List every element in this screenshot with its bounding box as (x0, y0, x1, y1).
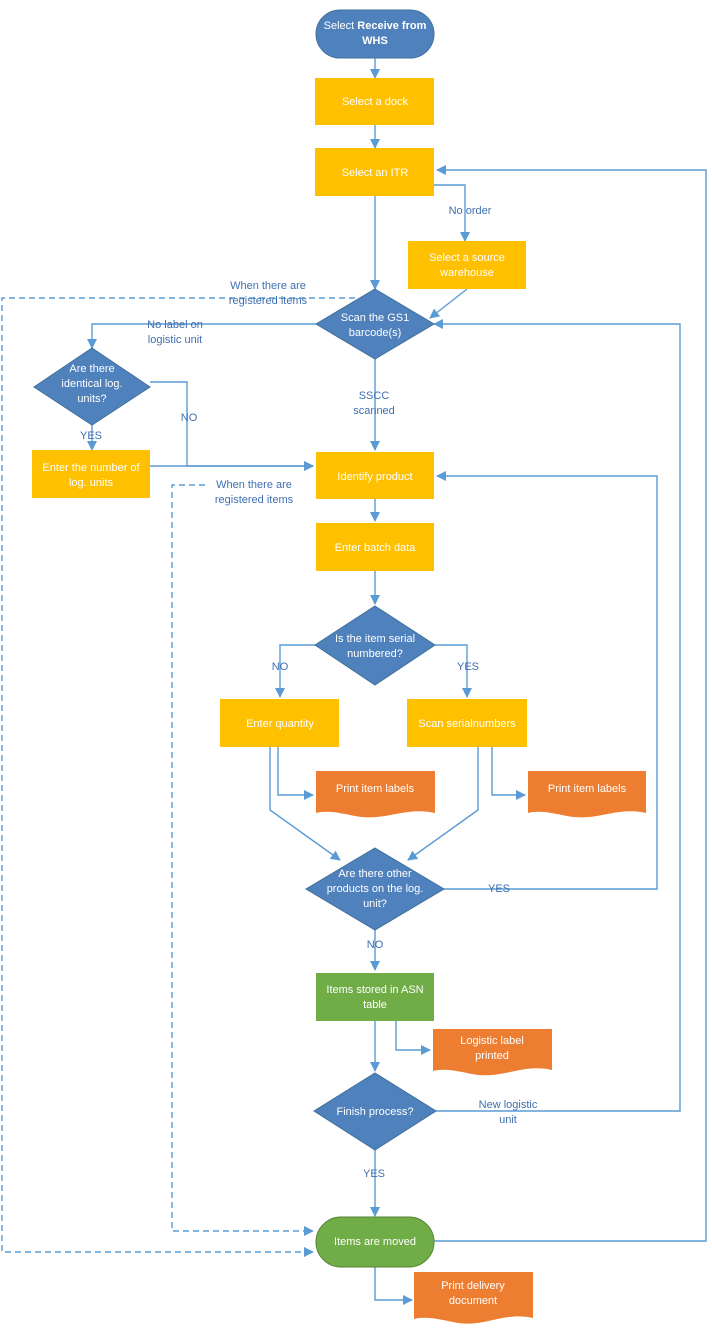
items-moved-label: Items are moved (334, 1236, 416, 1248)
label-serial-yes: YES (457, 661, 479, 673)
label-sscc-line2: scanned (353, 405, 395, 417)
print-item-labels-2-label: Print item labels (548, 783, 627, 795)
other-line3: unit? (363, 898, 387, 910)
scan-gs1-decision[interactable]: Scan the GS1 barcode(s) (315, 288, 435, 360)
start-label: Select Receive from (324, 20, 427, 32)
logistic-label-doc[interactable]: Logistic label printed (433, 1029, 552, 1076)
other-line2: products on the log. (327, 883, 424, 895)
items-stored-step[interactable]: Items stored in ASN table (316, 973, 434, 1021)
scan-gs1-line2: barcode(s) (349, 327, 402, 339)
edge-serials-to-labels (491, 747, 526, 800)
edge-serials-to-other (407, 747, 479, 861)
print-delivery-line1: Print delivery (441, 1280, 505, 1292)
label-registered-2-line1: When there are (216, 479, 292, 491)
label-new-logistic-line1: New logistic (479, 1099, 538, 1111)
edge-identical-no (150, 381, 314, 471)
edge-moved-to-delivery (374, 1267, 413, 1305)
edge-itr-no-order (434, 184, 470, 242)
finish-process-label: Finish process? (336, 1106, 413, 1118)
items-stored-line2: table (363, 999, 387, 1011)
print-item-labels-1-label: Print item labels (336, 783, 415, 795)
edge-no-label (87, 323, 316, 349)
label-new-logistic-line2: unit (499, 1114, 517, 1126)
edge-finish-new-unit (433, 319, 681, 1112)
identify-product-label: Identify product (337, 471, 412, 483)
label-other-no: NO (367, 939, 384, 951)
edge-source-to-scan (429, 288, 468, 319)
connectors (1, 58, 707, 1305)
edge-other-yes (436, 471, 658, 890)
label-finish-yes: YES (363, 1168, 385, 1180)
serial-numbered-decision[interactable]: Is the item serial numbered? (314, 605, 436, 686)
identify-product-step[interactable]: Identify product (316, 452, 434, 499)
select-source-line1: Select a source (429, 252, 505, 264)
enter-quantity-label: Enter quantity (246, 718, 314, 730)
identical-line2: identical log. (61, 378, 122, 390)
identical-line3: units? (77, 393, 106, 405)
other-products-decision[interactable]: Are there other products on the log. uni… (305, 847, 445, 931)
label-sscc-line1: SSCC (359, 390, 390, 402)
label-identical-yes: YES (80, 430, 102, 442)
print-item-labels-doc-2[interactable]: Print item labels (528, 771, 646, 818)
edge-quantity-to-labels (277, 747, 314, 800)
scan-gs1-line1: Scan the GS1 (341, 312, 410, 324)
enter-number-step[interactable]: Enter the number of log. units (32, 450, 150, 498)
scan-serials-label: Scan serialnumbers (418, 718, 516, 730)
select-dock-step[interactable]: Select a dock (315, 78, 434, 125)
edge-stored-to-label (395, 1021, 431, 1055)
label-no-label-line2: logistic unit (148, 334, 202, 346)
serial-line1: Is the item serial (335, 633, 415, 645)
select-itr-label: Select an ITR (342, 167, 409, 179)
logistic-label-line2: printed (475, 1050, 509, 1062)
edge-quantity-to-other (269, 747, 341, 861)
edge-labels: No order When there are registered items… (80, 205, 538, 1180)
select-dock-label: Select a dock (342, 96, 409, 108)
label-registered-1-line1: When there are (230, 280, 306, 292)
items-stored-line1: Items stored in ASN (326, 984, 423, 996)
finish-process-decision[interactable]: Finish process? (313, 1072, 437, 1151)
items-moved-terminal[interactable]: Items are moved (315, 1216, 435, 1268)
edge-registered-items-1 (1, 297, 355, 1257)
label-identical-no: NO (181, 412, 198, 424)
identical-line1: Are there (69, 363, 114, 375)
select-source-warehouse-step[interactable]: Select a source warehouse (408, 241, 526, 289)
edge-registered-items-2 (171, 484, 314, 1236)
edge-serial-no (275, 644, 316, 698)
scan-serials-step[interactable]: Scan serialnumbers (407, 699, 527, 747)
label-registered-1-line2: registered items (229, 295, 308, 307)
print-item-labels-doc-1[interactable]: Print item labels (316, 771, 435, 818)
logistic-label-line1: Logistic label (460, 1035, 524, 1047)
identical-units-decision[interactable]: Are there identical log. units? (33, 347, 151, 426)
start-label-line2: WHS (362, 35, 388, 47)
label-no-label-line1: No label on (147, 319, 203, 331)
enter-number-line1: Enter the number of (42, 462, 140, 474)
label-no-order: No order (449, 205, 492, 217)
print-delivery-line2: document (449, 1295, 497, 1307)
select-source-line2: warehouse (439, 267, 494, 279)
edge-moved-to-itr (434, 165, 707, 1242)
enter-batch-step[interactable]: Enter batch data (316, 523, 434, 571)
enter-quantity-step[interactable]: Enter quantity (220, 699, 339, 747)
select-itr-step[interactable]: Select an ITR (315, 148, 434, 196)
enter-number-line2: log. units (69, 477, 114, 489)
label-serial-no: NO (272, 661, 289, 673)
start-terminal[interactable]: Select Receive from WHS (315, 9, 435, 59)
edge-serial-yes (435, 644, 472, 698)
enter-batch-label: Enter batch data (335, 542, 417, 554)
print-delivery-doc[interactable]: Print delivery document (414, 1272, 533, 1324)
serial-line2: numbered? (347, 648, 403, 660)
label-registered-2-line2: registered items (215, 494, 294, 506)
label-other-yes: YES (488, 883, 510, 895)
other-line1: Are there other (338, 868, 412, 880)
